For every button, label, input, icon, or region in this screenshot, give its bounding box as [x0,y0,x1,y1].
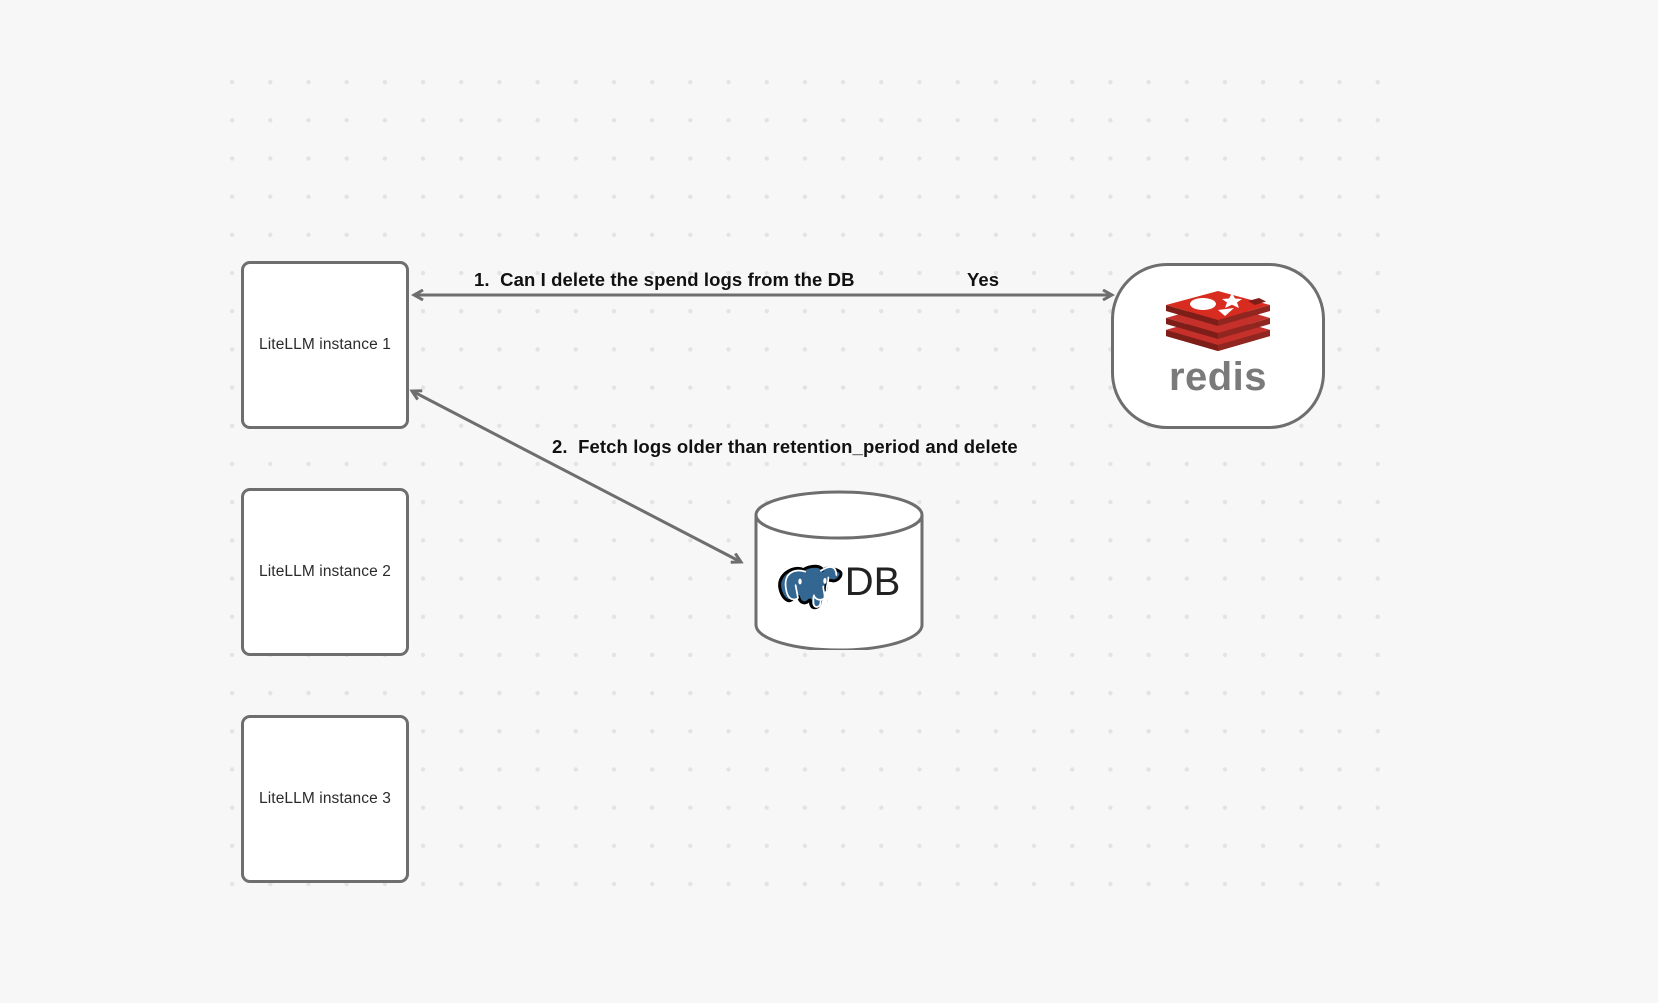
edge-label-yes: Yes [967,269,1000,290]
database-label: DB [844,560,901,604]
node-label: LiteLLM instance 1 [259,336,391,353]
node-database[interactable]: DB [753,490,925,650]
node-litellm-instance-3[interactable]: LiteLLM instance 3 [241,715,409,883]
postgresql-elephant-icon [777,564,843,610]
node-label: LiteLLM instance 3 [259,790,391,807]
node-litellm-instance-1[interactable]: LiteLLM instance 1 [241,261,409,429]
node-redis[interactable]: redis [1111,263,1325,429]
redis-wordmark: redis [1168,355,1268,399]
redis-logo-group: redis [1162,291,1274,397]
cylinder-shape [754,490,924,650]
edge-label-step-1: 1. Can I delete the spend logs from the … [474,269,855,290]
edge-label-step-2: 2. Fetch logs older than retention_perio… [552,436,1018,457]
redis-logo-icon [1166,291,1270,351]
edge-instance1-db [412,391,741,562]
node-litellm-instance-2[interactable]: LiteLLM instance 2 [241,488,409,656]
database-content: DB [753,490,925,650]
node-label: LiteLLM instance 2 [259,563,391,580]
